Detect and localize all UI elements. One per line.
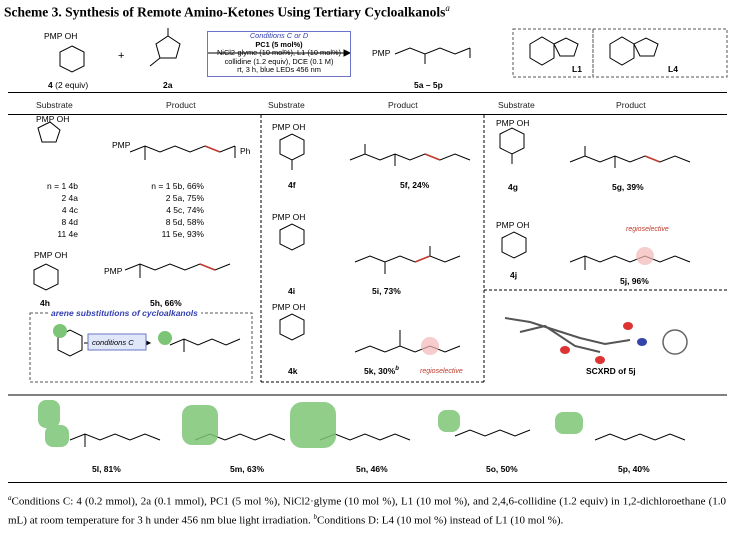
xray-label: SCXRD of 5j <box>586 366 636 376</box>
col3-4j-label: 4j <box>510 270 518 280</box>
header-rule-top <box>8 92 727 93</box>
header-product-3: Product <box>616 100 646 110</box>
header-product-2: Product <box>388 100 418 110</box>
footnote-b: Conditions D: L4 (10 mol %) instead of L… <box>316 514 564 527</box>
footer-rule <box>8 482 727 483</box>
reagent-2a-label: 2a <box>163 80 173 90</box>
arene-conditions-label: conditions C <box>92 338 134 347</box>
col3-4g-label: 4g <box>508 182 518 192</box>
reagent-4-label: 4 (2 equiv) <box>48 80 89 90</box>
conditions-box: Conditions C or D PC1 (5 mol%) NiCl2·gly… <box>207 31 351 77</box>
col2-regioselective: regioselective <box>420 368 463 375</box>
col1-product-list: n = 1 5b, 66% 2 5a, 75% 4 5c, 74% 8 5d, … <box>151 181 204 239</box>
scheme-title: Scheme 3. Synthesis of Remote Amino-Keto… <box>4 3 450 20</box>
col3-5j-label: 5j, 96% <box>620 276 649 286</box>
ligand-l1-label: L1 <box>572 64 582 74</box>
col1-prod-ph: Ph <box>240 146 251 156</box>
conditions-line-3: collidine (1.2 equiv), DCE (0.1 M) <box>224 56 334 66</box>
conditions-line-4: rt, 3 h, blue LEDs 456 nm <box>237 65 321 75</box>
product-5p-label: 5p, 40% <box>618 464 650 474</box>
col1-5h-pmp: PMP <box>104 266 123 276</box>
col1-pmp: PMP OH <box>36 114 70 124</box>
footnote-a: Conditions C: 4 (0.2 mmol), 2a (0.1 mmol… <box>8 495 726 527</box>
conditions-title: Conditions C or D <box>249 31 309 40</box>
conditions-line-1: PC1 (5 mol%) <box>255 39 303 49</box>
col3-regioselective: regioselective <box>626 226 669 233</box>
header-substrate-1: Substrate <box>36 100 73 110</box>
col2-i-pmp: PMP OH <box>272 212 306 222</box>
col1-substrate-list: n = 1 4b 2 4a 4 4c 8 4d 11 4e <box>47 181 78 239</box>
col3-5g-label: 5g, 39% <box>612 182 644 192</box>
product-5n-label: 5n, 46% <box>356 464 388 474</box>
product-5m-label: 5m, 63% <box>230 464 265 474</box>
col2-5i-label: 5i, 73% <box>372 286 401 296</box>
col3-j-pmp: PMP OH <box>496 220 530 230</box>
col2-5k-label: 5k, 30%b <box>364 366 399 376</box>
col1-4h-label: 4h <box>40 298 50 308</box>
reagent-4-pmp: PMP OH <box>44 31 78 41</box>
col1-prod-pmp: PMP <box>112 140 131 150</box>
product-5l-label: 5l, 81% <box>92 464 121 474</box>
header-product-1: Product <box>166 100 196 110</box>
product-5o-label: 5o, 50% <box>486 464 518 474</box>
plus-sign: + <box>118 50 125 62</box>
col2-5f-label: 5f, 24% <box>400 180 430 190</box>
product-pmp: PMP <box>372 48 391 58</box>
col2-f-pmp: PMP OH <box>272 122 306 132</box>
col1-5h-label: 5h, 66% <box>150 298 182 308</box>
product-label: 5a – 5p <box>414 80 443 90</box>
header-substrate-2: Substrate <box>268 100 305 110</box>
arene-box-title: arene substitutions of cycloalkanols <box>48 308 201 318</box>
col2-4i-label: 4i <box>288 286 296 296</box>
col2-4f-label: 4f <box>288 180 296 190</box>
header-substrate-3: Substrate <box>498 100 535 110</box>
header-rule-bottom <box>8 114 727 115</box>
col1-h-pmp: PMP OH <box>34 250 68 260</box>
ligand-l4-label: L4 <box>668 64 678 74</box>
col3-g-pmp: PMP OH <box>496 118 530 128</box>
col2-k-pmp: PMP OH <box>272 302 306 312</box>
footnote: aConditions C: 4 (0.2 mmol), 2a (0.1 mmo… <box>8 494 726 527</box>
col2-4k-label: 4k <box>288 366 298 376</box>
conditions-line-2: NiCl2·glyme (10 mol%), L1 (10 mol%) <box>216 48 342 58</box>
